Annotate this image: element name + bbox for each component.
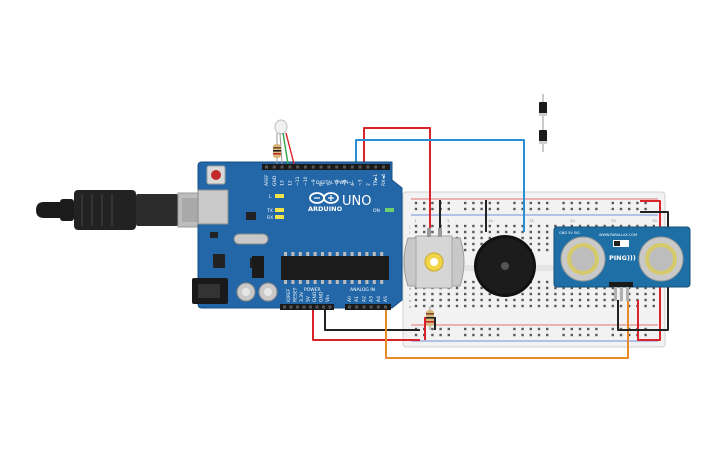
breadboard-col-number: 30 bbox=[652, 219, 656, 223]
analog-pin-label: A3 bbox=[369, 296, 375, 302]
piezo-buzzer-icon[interactable] bbox=[474, 235, 536, 297]
wire-blue-buzzer[interactable] bbox=[355, 139, 525, 232]
transducer-left-icon bbox=[560, 236, 606, 282]
breadboard-col-number: 20 bbox=[570, 219, 574, 223]
resistor-icon[interactable] bbox=[273, 140, 281, 164]
ping-sensor[interactable]: PING))) GND 5V SIG WWW.PARALLAX.COM bbox=[553, 226, 691, 301]
wire-red-motor[interactable] bbox=[363, 127, 431, 232]
wire-black-sensor-rail[interactable] bbox=[617, 211, 669, 331]
l-led-label: L bbox=[269, 194, 272, 200]
diode-icon[interactable] bbox=[539, 94, 547, 152]
power-pin-label: RESET bbox=[293, 287, 299, 302]
usb-b-plug-icon[interactable] bbox=[36, 190, 209, 230]
arduino-uno-board[interactable]: ARDUINO UNO DIGITAL (PWM~) ANALOG IN POW… bbox=[192, 161, 403, 310]
digital-pin-label: 13 bbox=[280, 180, 286, 186]
arduino-model: UNO bbox=[342, 194, 371, 209]
breadboard-row-letter: j bbox=[408, 225, 410, 229]
analog-pin-label: A4 bbox=[376, 296, 382, 302]
analog-pin-label: A2 bbox=[361, 296, 367, 302]
power-pin-label: IOREF bbox=[286, 288, 292, 302]
digital-pin-label: ~5 bbox=[342, 179, 348, 186]
sensor-pin-label: GND 5V SIG bbox=[559, 231, 580, 235]
digital-pin-label: AREF bbox=[264, 174, 270, 186]
transducer-right-icon bbox=[638, 236, 684, 282]
wire-black-gnd[interactable] bbox=[324, 306, 420, 331]
wires bbox=[312, 127, 669, 359]
on-led-label: ON bbox=[373, 208, 380, 214]
analog-pin-label: A0 bbox=[347, 296, 353, 302]
analog-header[interactable] bbox=[345, 304, 391, 310]
tx-led-label: TX bbox=[266, 208, 273, 214]
wire-red-sensor-rail[interactable] bbox=[637, 200, 661, 341]
power-pin-label: Vin bbox=[325, 295, 331, 302]
power-header-label: POWER bbox=[304, 287, 321, 293]
arduino-brand: ARDUINO bbox=[308, 205, 343, 213]
digital-pin-label: 8 bbox=[319, 183, 325, 186]
power-pin-label: 3.3V bbox=[299, 291, 305, 302]
analog-pin-label: A1 bbox=[354, 296, 360, 302]
breadboard-row-letter: i bbox=[409, 231, 410, 235]
breadboard-col-number: 25 bbox=[611, 219, 615, 223]
digital-pin-label: TX►1 bbox=[373, 174, 379, 187]
breadboard-col-number: 5 bbox=[447, 219, 449, 223]
sensor-name: PING))) bbox=[609, 254, 636, 262]
dc-motor-icon[interactable] bbox=[403, 228, 465, 289]
power-header[interactable] bbox=[280, 304, 334, 310]
breadboard-col-number: 10 bbox=[488, 219, 492, 223]
digital-pin-label: 7 bbox=[326, 183, 332, 186]
digital-pin-label: ~11 bbox=[295, 176, 301, 186]
digital-pin-label: ~10 bbox=[303, 176, 309, 186]
digital-pin-label: ~9 bbox=[311, 179, 317, 186]
digital-pin-label: 12 bbox=[287, 180, 293, 186]
sensor-maker: WWW.PARALLAX.COM bbox=[599, 233, 637, 237]
wire-red-5v[interactable] bbox=[312, 306, 420, 341]
digital-pin-label: RX◄0 bbox=[381, 173, 387, 186]
power-pin-label: GND bbox=[312, 291, 318, 302]
breadboard-row-letter: a bbox=[409, 305, 411, 309]
analog-pin-label: A5 bbox=[383, 296, 389, 302]
digital-header-label: DIGITAL (PWM~) bbox=[316, 180, 354, 186]
digital-pin-label: 4 bbox=[350, 183, 356, 186]
breadboard-row-letter: b bbox=[409, 299, 412, 303]
digital-pin-label: GND bbox=[272, 175, 278, 186]
analog-header-label: ANALOG IN bbox=[350, 287, 375, 293]
breadboard-resistor-icon[interactable] bbox=[426, 306, 434, 330]
breadboard-col-number: 1 bbox=[415, 219, 417, 223]
digital-pin-label: 2 bbox=[365, 183, 371, 186]
breadboard-row-letter: c bbox=[409, 293, 411, 297]
digital-pin-label: ~3 bbox=[358, 179, 364, 186]
breadboard-col-number: 15 bbox=[529, 219, 533, 223]
digital-header[interactable] bbox=[262, 164, 390, 170]
breadboard-row-letter: d bbox=[409, 287, 411, 291]
power-pin-label: GND bbox=[319, 291, 325, 302]
digital-pin-label: ~6 bbox=[334, 179, 340, 186]
arduino-logo bbox=[309, 192, 339, 204]
rx-led-label: RX bbox=[267, 215, 273, 221]
power-pin-label: 5V bbox=[306, 295, 312, 302]
